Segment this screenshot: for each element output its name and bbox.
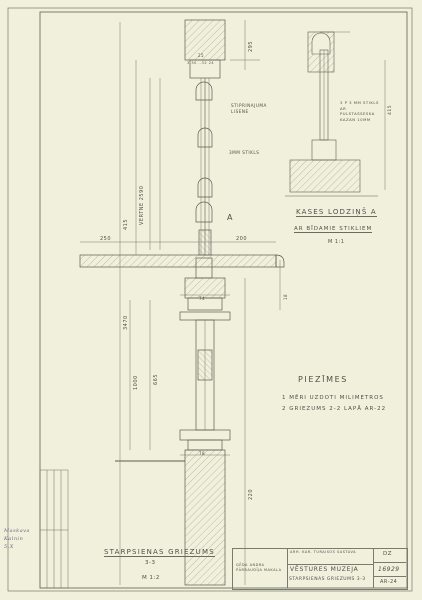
notes-line-1: 1 MĒRI UZDOTI MILIMETROS — [282, 395, 384, 401]
detail-dim: 415 — [388, 104, 393, 115]
inner-border — [39, 11, 408, 589]
dim-665: 665 — [153, 373, 159, 385]
label-stikls: 3MM STIKLS — [229, 150, 260, 155]
dimension-lines — [80, 20, 281, 585]
dim-2590: VERTNE 2590 — [139, 185, 145, 225]
title-block-org: ARH. KAR. TURAISOS SASTAVA — [290, 550, 357, 554]
margin-stamp-text: Maskava Kalnin 5.X — [4, 528, 30, 550]
detail-a — [285, 31, 386, 197]
dim-415: 415 — [123, 218, 129, 230]
title-block-number: 16929 — [378, 566, 400, 573]
title-block-checked: ĢĒDA ANDRA PĀRBAUDĪJA MAKALA — [236, 563, 282, 572]
title-block-project: VĒSTURES MUZEJA — [290, 566, 359, 573]
label-lisene: STIPRINAJUMA LISENE — [231, 103, 267, 114]
dim-200: 200 — [236, 236, 248, 242]
margin-stamp — [39, 469, 69, 589]
notes-line-2: 2 GRIEZUMS 2-2 LAPĀ AR-22 — [282, 406, 387, 412]
dim-18: 18 — [283, 293, 288, 300]
dim-1000: 1000 — [133, 375, 139, 390]
title-block-sheet: STARPSIENAS GRIEZUMS 3-3 — [289, 577, 366, 582]
dim-top: 25 — [198, 53, 205, 58]
title-block — [232, 548, 408, 590]
notes-heading: PIEZĪMES — [298, 375, 348, 384]
dim-220: 220 — [248, 488, 254, 500]
label-mark-a: A — [227, 213, 233, 222]
section-title: STARPSIENAS GRIEZUMS — [104, 548, 215, 557]
title-block-code: DZ — [383, 551, 393, 557]
detail-title: KASES LODZIŅŠ A — [296, 208, 377, 217]
dim-78: 78 — [199, 451, 206, 456]
section-cut: 3-3 — [145, 560, 156, 566]
section-scale: M 1:2 — [142, 575, 160, 581]
dim-295: 295 — [248, 40, 254, 52]
detail-note: 3 P 3 MM STIKLS AR PULSTASSESKA KAZAN 10… — [340, 100, 379, 122]
main-section — [79, 19, 285, 586]
outer-border — [7, 7, 413, 592]
detail-subtitle: AR BĪDAMIE STIKLIEM — [294, 226, 373, 233]
dim-74: 74 — [199, 296, 206, 301]
detail-scale: M 1:1 — [328, 239, 345, 245]
dim-top2: 3.30 ..32 24 — [187, 61, 215, 65]
title-block-page: AR-24 — [380, 579, 398, 585]
dim-3470: 3470 — [123, 315, 129, 330]
dim-250: 250 — [100, 236, 112, 242]
